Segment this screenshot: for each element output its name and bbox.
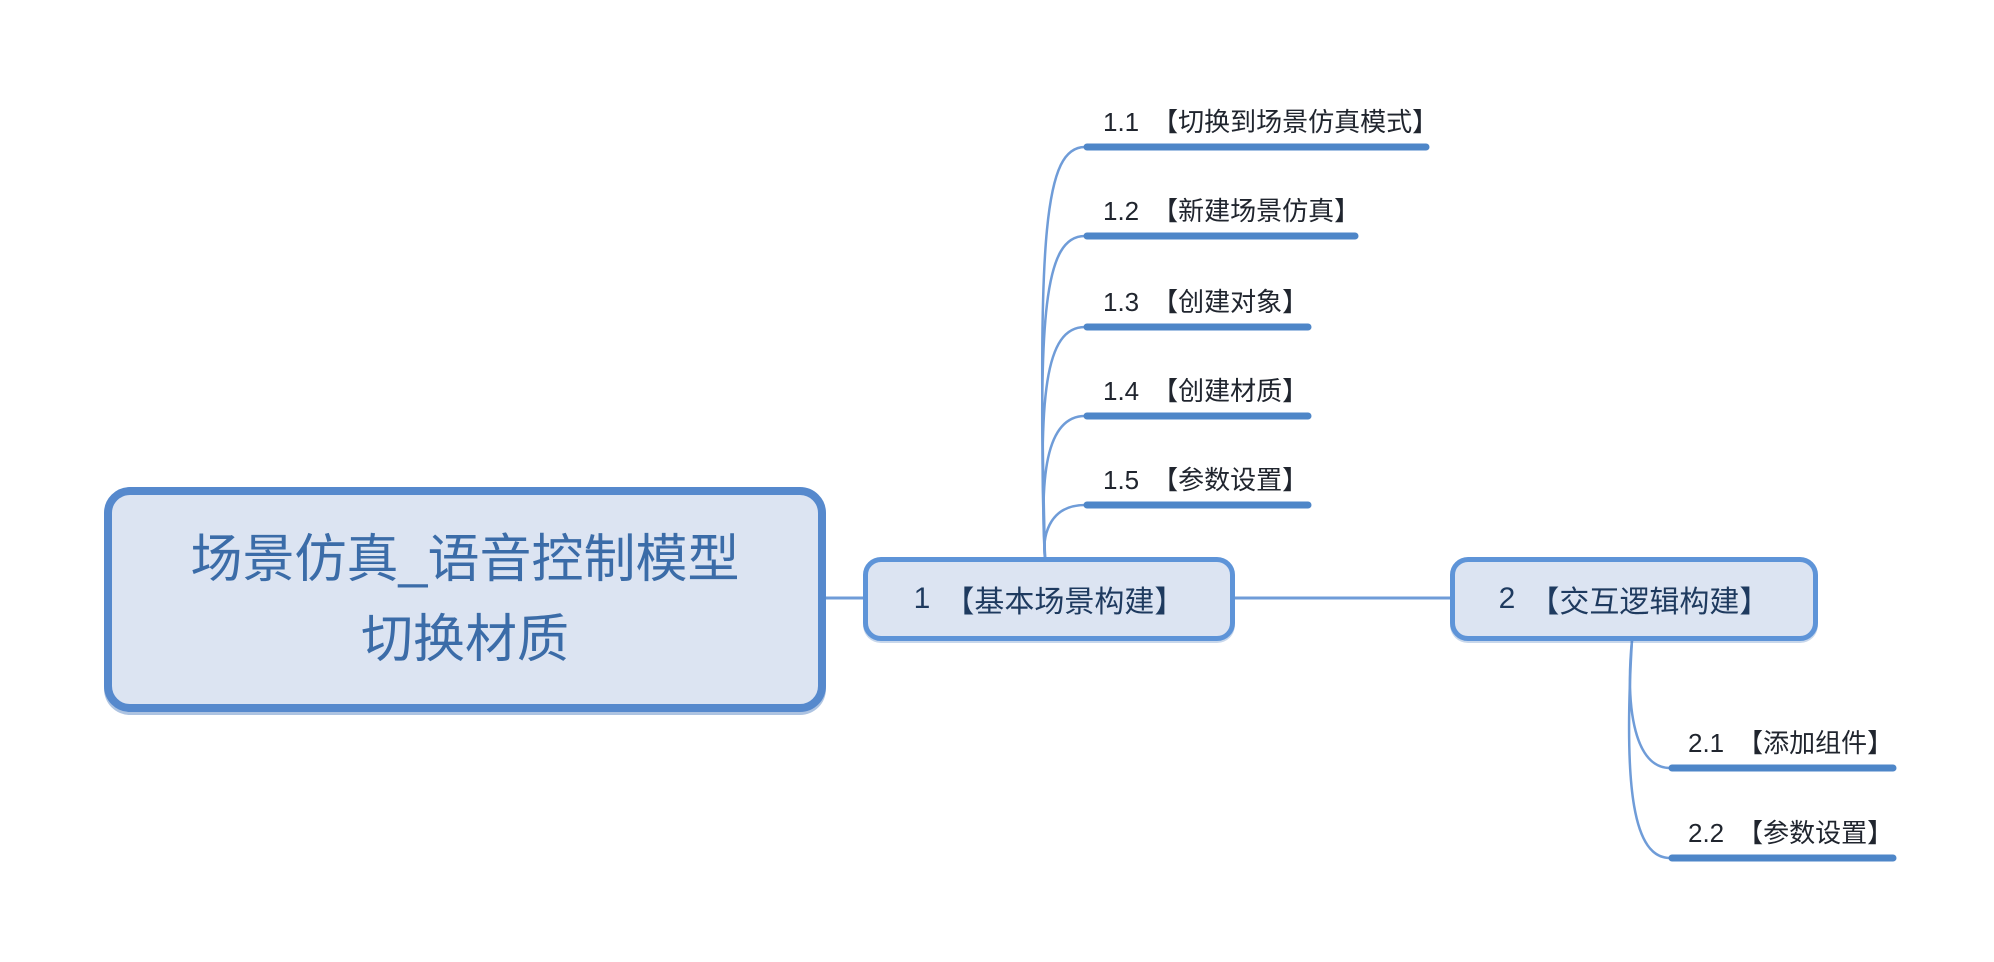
subtopic-1-1-title: 【切换到场景仿真模式】 [1152, 107, 1439, 137]
root-topic-line1: 场景仿真_语音控制模型 [190, 530, 740, 589]
subtopic-2-2-title: 【参数设置】 [1737, 818, 1894, 848]
subtopic-1-2-number: 1.2 [1103, 196, 1140, 226]
main-topic-1-node[interactable]: 1 【基本场景构建】 [863, 557, 1235, 641]
subtopic-2-2-number: 2.2 [1688, 818, 1725, 848]
subtopic-1-4-title: 【创建材质】 [1152, 376, 1309, 406]
subtopic-1-3[interactable]: 1.3 【创建对象】 [1103, 285, 1308, 319]
subtopic-1-1-number: 1.1 [1103, 107, 1140, 137]
subtopic-1-3-number: 1.3 [1103, 287, 1140, 317]
subtopic-1-5[interactable]: 1.5 【参数设置】 [1103, 463, 1308, 497]
branch-curve-1-4 [1042, 414, 1087, 560]
main-topic-2-title: 【交互逻辑构建】 [1529, 586, 1770, 619]
branch-curves-topic1 [1040, 145, 1087, 560]
subtopic-2-1-number: 2.1 [1688, 728, 1725, 758]
root-topic-line2: 切换材质 [360, 610, 569, 669]
subtopic-1-3-title: 【创建对象】 [1152, 287, 1309, 317]
subtopic-2-1-title: 【添加组件】 [1737, 728, 1894, 758]
branch-curve-1-3 [1041, 325, 1087, 560]
subtopic-1-5-title: 【参数设置】 [1152, 465, 1309, 495]
branch-curve-2-1 [1628, 638, 1672, 770]
subtopic-1-2[interactable]: 1.2 【新建场景仿真】 [1103, 194, 1360, 228]
subtopic-1-4-number: 1.4 [1103, 376, 1140, 406]
branch-curve-1-5 [1043, 503, 1087, 560]
root-topic-node[interactable]: 场景仿真_语音控制模型 切换材质 [104, 487, 826, 712]
subtopic-1-2-title: 【新建场景仿真】 [1152, 196, 1361, 226]
main-topic-1-title: 【基本场景构建】 [944, 586, 1185, 619]
subtopic-2-1[interactable]: 2.1 【添加组件】 [1688, 726, 1893, 760]
main-topic-2-number: 2 [1498, 582, 1516, 615]
subtopic-1-5-number: 1.5 [1103, 465, 1140, 495]
branch-curve-1-1 [1040, 145, 1087, 560]
subtopic-2-2[interactable]: 2.2 【参数设置】 [1688, 816, 1893, 850]
branch-curves-topic2 [1627, 638, 1672, 860]
main-topic-2-node[interactable]: 2 【交互逻辑构建】 [1450, 557, 1818, 641]
main-topic-1-number: 1 [913, 582, 931, 615]
branch-curve-1-2 [1040, 234, 1087, 560]
subtopic-1-4[interactable]: 1.4 【创建材质】 [1103, 374, 1308, 408]
branch-curve-2-2 [1627, 638, 1672, 860]
subtopic-1-1[interactable]: 1.1 【切换到场景仿真模式】 [1103, 105, 1438, 139]
